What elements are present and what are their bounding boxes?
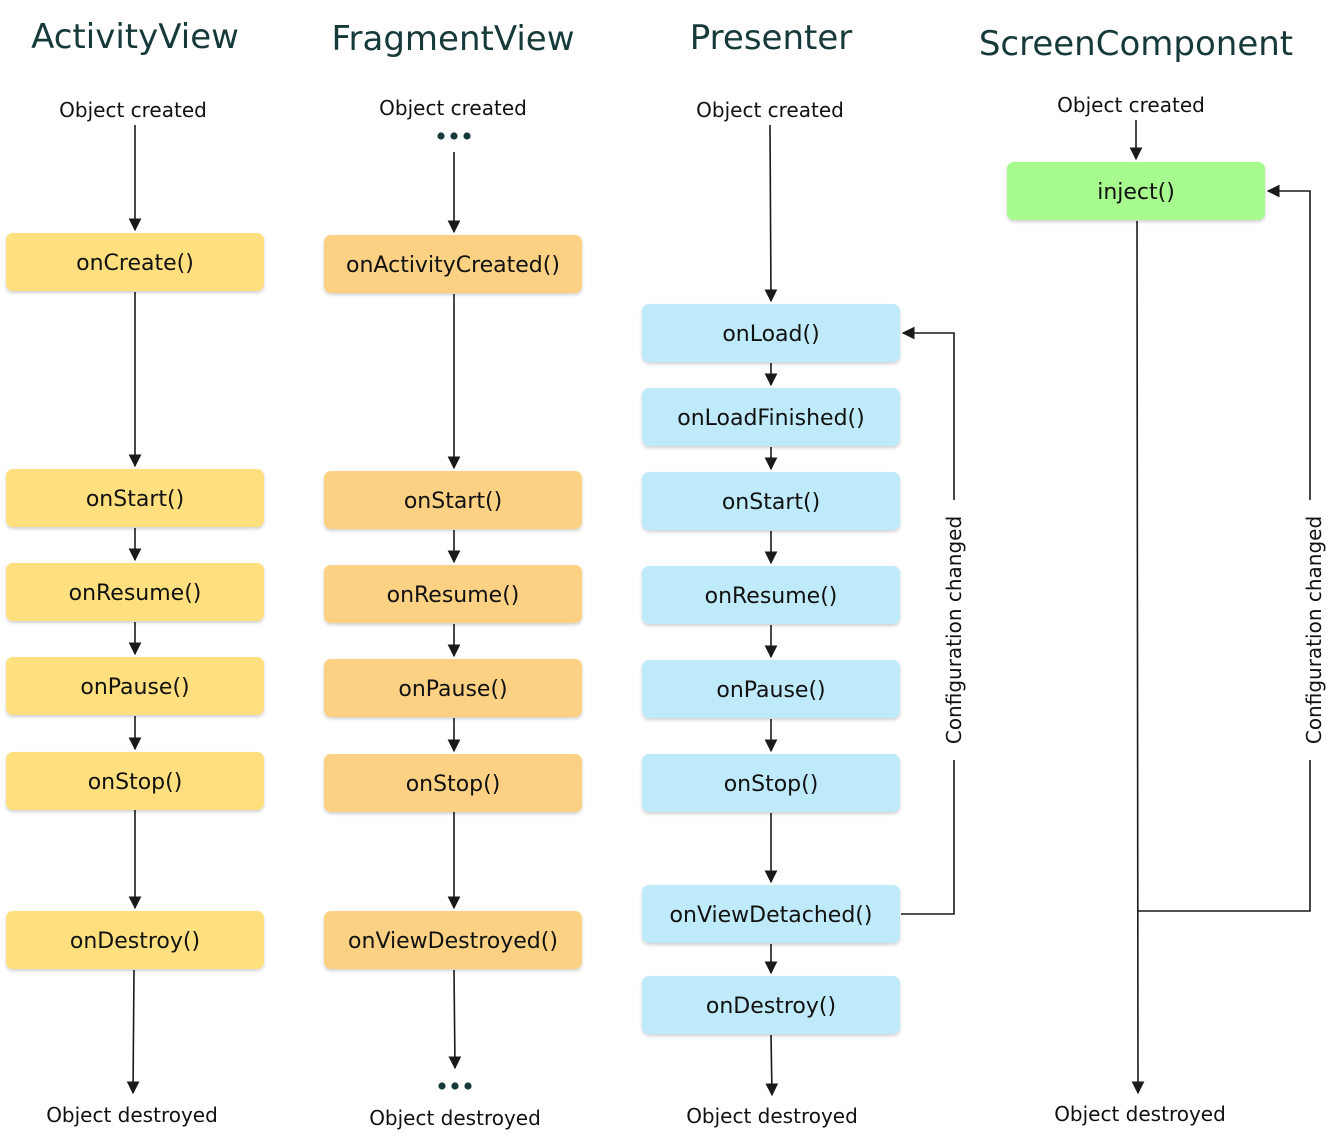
presenter-box-onresume: onResume() [642, 566, 900, 624]
fragment-box-onviewdestroyed: onViewDestroyed() [324, 911, 582, 969]
svg-text:onLoadFinished(): onLoadFinished() [677, 406, 864, 431]
screen-start-label: Object created [1057, 93, 1205, 117]
activity-start-label: Object created [59, 98, 207, 122]
presenter-box-onviewdetached: onViewDetached() [642, 885, 900, 943]
fragment-connectors [447, 152, 462, 1070]
presenter-box-onload: onLoad() [642, 304, 900, 362]
fragment-box-onstart: onStart() [324, 471, 582, 529]
svg-text:onResume(): onResume() [705, 584, 838, 609]
activity-box-onpause: onPause() [6, 657, 264, 715]
presenter-box-onloadfinished: onLoadFinished() [642, 388, 900, 446]
svg-text:onViewDetached(): onViewDetached() [670, 903, 873, 928]
fragment-title: FragmentView [331, 19, 574, 59]
svg-text:onActivityCreated(): onActivityCreated() [346, 253, 560, 278]
presenter-box-onstart: onStart() [642, 472, 900, 530]
svg-text:onResume(): onResume() [387, 583, 520, 608]
screen-end-label: Object destroyed [1054, 1102, 1226, 1126]
screen-title: ScreenComponent [979, 24, 1293, 64]
activity-end-label: Object destroyed [46, 1103, 218, 1127]
presenter-connectors [764, 124, 779, 1097]
activity-connectors [126, 125, 142, 1095]
svg-text:onPause(): onPause() [716, 678, 825, 703]
svg-text:onDestroy(): onDestroy() [706, 994, 836, 1019]
fragment-box-onpause: onPause() [324, 659, 582, 717]
svg-text:onStop(): onStop() [88, 770, 183, 795]
screen-connectors [1129, 120, 1145, 1095]
presenter-config-loop [901, 326, 955, 915]
svg-text:onResume(): onResume() [69, 581, 202, 606]
fragment-end-ellipsis-icon [438, 1082, 472, 1090]
svg-text:onStop(): onStop() [724, 772, 819, 797]
svg-text:onStop(): onStop() [406, 772, 501, 797]
svg-text:onStart(): onStart() [86, 487, 184, 512]
screen-config-loop [1138, 184, 1311, 912]
presenter-box-onstop: onStop() [642, 754, 900, 812]
activity-box-onstop: onStop() [6, 752, 264, 810]
presenter-box-onpause: onPause() [642, 660, 900, 718]
svg-text:onCreate(): onCreate() [76, 251, 194, 276]
svg-text:onPause(): onPause() [80, 675, 189, 700]
svg-text:inject(): inject() [1097, 180, 1175, 205]
svg-text:onPause(): onPause() [398, 677, 507, 702]
fragment-box-onstop: onStop() [324, 754, 582, 812]
svg-text:onLoad(): onLoad() [722, 322, 819, 347]
svg-text:onStart(): onStart() [404, 489, 502, 514]
svg-text:onViewDestroyed(): onViewDestroyed() [348, 929, 558, 954]
presenter-end-label: Object destroyed [686, 1104, 858, 1128]
activity-box-onstart: onStart() [6, 469, 264, 527]
fragment-start-ellipsis-icon [437, 132, 471, 140]
fragment-end-label: Object destroyed [369, 1106, 541, 1130]
fragment-box-onactivitycreated: onActivityCreated() [324, 235, 582, 293]
activity-box-oncreate: onCreate() [6, 233, 264, 291]
activity-box-onresume: onResume() [6, 563, 264, 621]
presenter-box-ondestroy: onDestroy() [642, 976, 900, 1034]
presenter-start-label: Object created [696, 98, 844, 122]
screen-box-inject: inject() [1007, 162, 1265, 220]
svg-text:onStart(): onStart() [722, 490, 820, 515]
svg-text:onDestroy(): onDestroy() [70, 929, 200, 954]
fragment-box-onresume: onResume() [324, 565, 582, 623]
screen-config-label: Configuration changed [1302, 516, 1326, 744]
fragment-start-label: Object created [379, 96, 527, 120]
activity-title: ActivityView [31, 17, 239, 57]
presenter-title: Presenter [690, 18, 852, 58]
presenter-config-label: Configuration changed [942, 516, 966, 744]
activity-box-ondestroy: onDestroy() [6, 911, 264, 969]
